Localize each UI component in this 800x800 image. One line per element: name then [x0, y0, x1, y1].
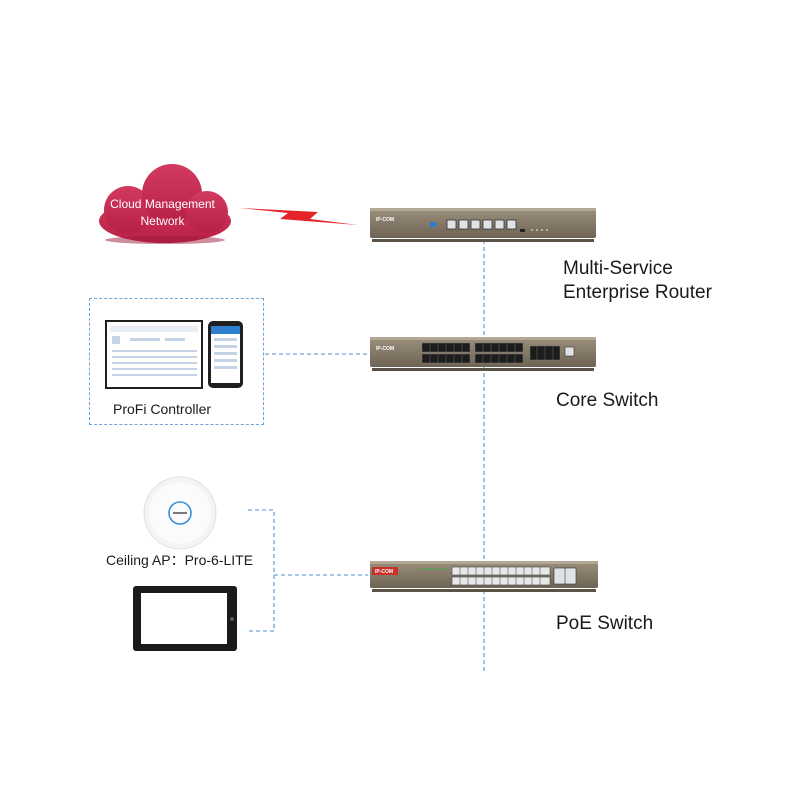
- ap-link: [248, 509, 275, 632]
- cloud-label: Cloud Management Network: [100, 196, 225, 230]
- core-switch-label: Core Switch: [556, 390, 659, 411]
- cloud-label-line2: Network: [140, 214, 185, 228]
- cloud-label-line1: Cloud Management: [110, 197, 215, 211]
- ceiling-ap-icon: [143, 476, 217, 550]
- router-label: Multi-Service Enterprise Router: [563, 257, 712, 305]
- router-device: IP-COM: [370, 208, 596, 242]
- core-switch-device: IP-COM: [370, 337, 596, 371]
- controller-phone-icon: [208, 321, 243, 388]
- controller-monitor-icon: [105, 320, 203, 389]
- poe-switch-brand: IP-COM: [375, 569, 393, 575]
- tablet-icon: [133, 586, 237, 651]
- ceiling-ap-label: Ceiling AP：Pro-6-LITE: [106, 552, 254, 568]
- controller-group-box: [89, 298, 264, 425]
- router-label-line1: Multi-Service: [563, 258, 673, 279]
- cloud-icon: [99, 164, 231, 244]
- dashed-links: [248, 240, 485, 672]
- core-switch-brand: IP-COM: [376, 346, 394, 352]
- wan-link-icon: [240, 208, 358, 225]
- poe-switch-device: IP-COM: [370, 561, 598, 592]
- router-brand: IP-COM: [376, 217, 394, 223]
- controller-label: ProFi Controller: [113, 401, 212, 417]
- poe-switch-label: PoE Switch: [556, 613, 654, 634]
- router-label-line2: Enterprise Router: [563, 282, 712, 303]
